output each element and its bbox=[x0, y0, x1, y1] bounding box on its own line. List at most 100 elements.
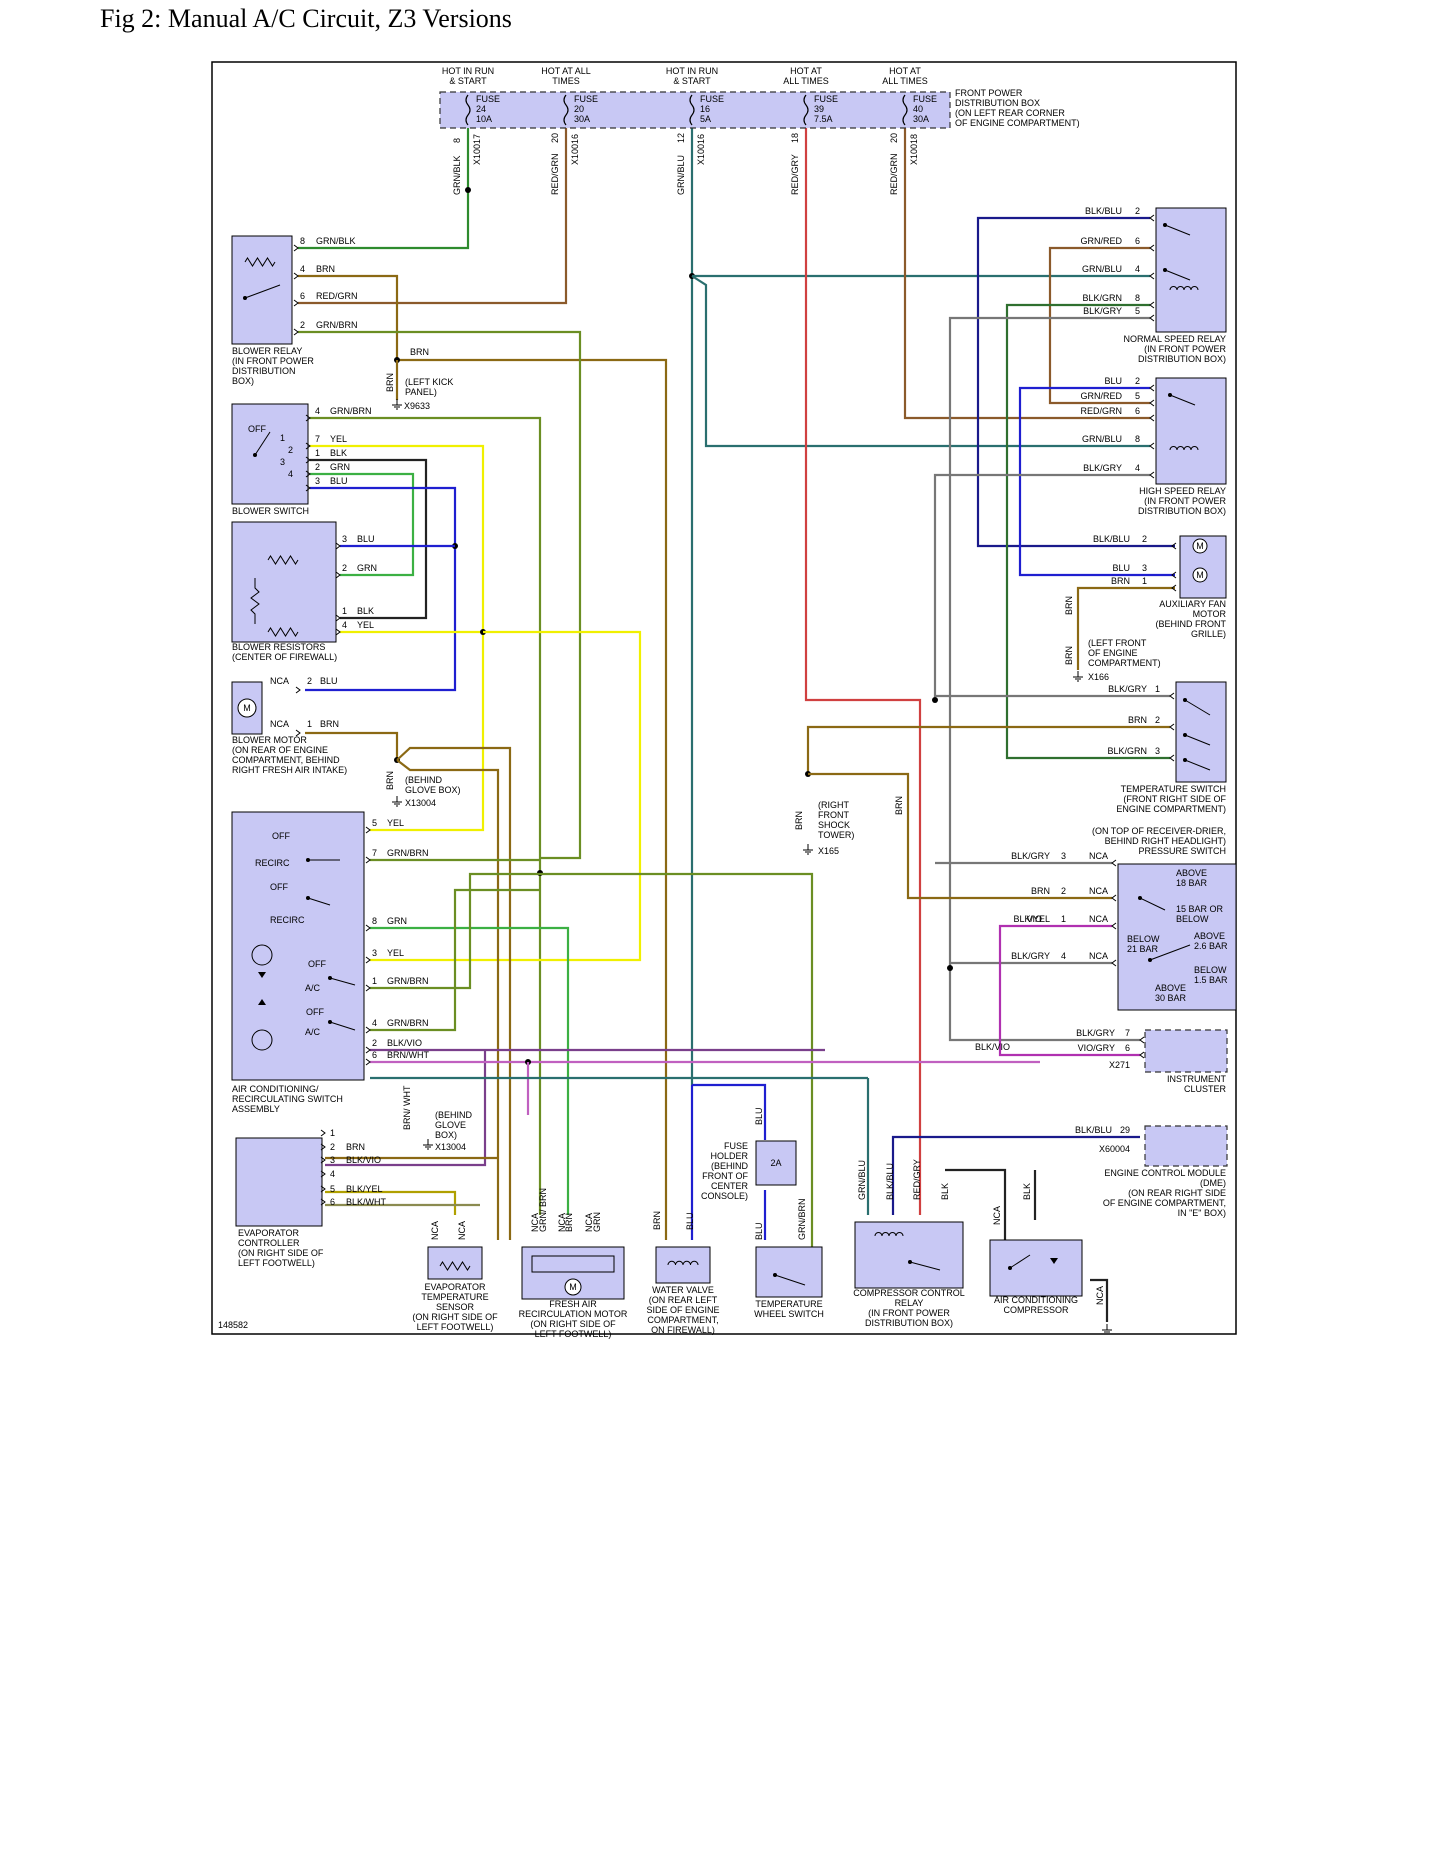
ac-switch-wire: YEL bbox=[387, 818, 404, 828]
ground-x13004-icon bbox=[392, 796, 402, 807]
fuse-holder bbox=[755, 1140, 797, 1186]
wire-brn-temp-switch bbox=[806, 725, 1170, 774]
switch-contact bbox=[1139, 897, 1166, 911]
wire-brn-label: BRN bbox=[410, 347, 429, 357]
high-relay-pin: 8 bbox=[1135, 434, 1140, 444]
connector-icon bbox=[320, 1156, 326, 1164]
ground-x165-text: SHOCK bbox=[818, 820, 850, 830]
cluster-conn: X271 bbox=[1109, 1060, 1130, 1070]
figure-title: Fig 2: Manual A/C Circuit, Z3 Versions bbox=[100, 4, 512, 33]
resistor-pin: 4 bbox=[342, 620, 347, 630]
ac-switch-state: OFF bbox=[270, 882, 288, 892]
cluster-pin: 6 bbox=[1125, 1043, 1130, 1053]
motor-symbol: M bbox=[1196, 570, 1204, 580]
pressure-nca: NCA bbox=[1089, 851, 1108, 861]
motor-symbol: M bbox=[243, 703, 251, 713]
ground-x165-icon bbox=[803, 844, 813, 855]
cluster-wire: VIO/GRY bbox=[1078, 1043, 1115, 1053]
ecm-label: OF ENGINE COMPARTMENT, bbox=[1103, 1198, 1226, 1208]
pressure-state: 18 BAR bbox=[1176, 878, 1208, 888]
splice-dot bbox=[465, 187, 471, 193]
aux-fan-label: MOTOR bbox=[1193, 609, 1227, 619]
fuse-rating: 30A bbox=[913, 114, 929, 124]
ground-x165-wire: BRN bbox=[794, 811, 804, 830]
resistor-icon bbox=[439, 1261, 471, 1271]
fresh-air-label: LEFT FOOTWELL) bbox=[535, 1329, 612, 1339]
evap-sensor-label: TEMPERATURE bbox=[421, 1292, 488, 1302]
normal-relay-pin: 6 bbox=[1135, 236, 1140, 246]
cluster-pin: 7 bbox=[1125, 1028, 1130, 1038]
pressure-state: 15 BAR OR bbox=[1176, 904, 1224, 914]
high-relay-wire: BLU bbox=[1104, 376, 1122, 386]
switch-contact bbox=[1164, 224, 1191, 236]
compressor-relay-wire: BLK bbox=[940, 1183, 950, 1200]
diode-icon bbox=[258, 972, 266, 978]
connector-icon bbox=[1149, 314, 1155, 322]
wire-blk-grn bbox=[1005, 303, 1170, 760]
nca-label: NCA bbox=[457, 1221, 467, 1240]
fresh-air-pin-label: NCA bbox=[530, 1213, 540, 1232]
switch-contact bbox=[1009, 1254, 1031, 1269]
figure-ref-number: 148582 bbox=[218, 1320, 248, 1330]
fuse-box-label: DISTRIBUTION BOX bbox=[955, 98, 1040, 108]
ground-x9633-wire: BRN bbox=[385, 373, 395, 392]
fuse-wire-label: RED/GRY bbox=[790, 154, 800, 195]
blower-motor-icon bbox=[237, 698, 257, 718]
blower-relay bbox=[231, 235, 293, 345]
fuse-holder-label: FUSE bbox=[724, 1141, 748, 1151]
wire-blk-compressor bbox=[945, 1168, 1007, 1240]
fuse-connector-label: X10016 bbox=[570, 134, 580, 165]
blower-switch-wire: GRN bbox=[330, 462, 350, 472]
ground-brnwht-icon bbox=[423, 1139, 433, 1150]
fuse-rating: FUSE bbox=[913, 94, 937, 104]
blower-motor-label: (ON REAR OF ENGINE bbox=[232, 745, 328, 755]
splice-dot bbox=[932, 697, 938, 703]
temp-switch-wire: BLK/GRN bbox=[1107, 746, 1147, 756]
blower-motor-wire: BLU bbox=[320, 676, 338, 686]
connector-icon bbox=[335, 614, 341, 622]
ac-compressor-label: AIR CONDITIONING bbox=[994, 1295, 1078, 1305]
connector-icon bbox=[305, 484, 311, 492]
fresh-air-motor-inner bbox=[531, 1255, 615, 1273]
coil-icon bbox=[1169, 446, 1199, 451]
ground-brnwht-text: GLOVE bbox=[435, 1120, 466, 1130]
fuse-holder-label: CONSOLE) bbox=[701, 1191, 748, 1201]
resistor-pin: 2 bbox=[342, 563, 347, 573]
ac-switch-label: ASSEMBLY bbox=[232, 1104, 280, 1114]
fuse-connector-label: X10017 bbox=[472, 134, 482, 165]
ac-switch-pin: 1 bbox=[372, 976, 377, 986]
blower-switch-pin: 4 bbox=[315, 406, 320, 416]
fresh-air-label: FRESH AIR bbox=[549, 1299, 597, 1309]
ac-switch-label: RECIRCULATING SWITCH bbox=[232, 1094, 343, 1104]
high-relay-wire: GRN/BLU bbox=[1082, 434, 1122, 444]
wire-nca-ground bbox=[1090, 1278, 1109, 1322]
aux-fan-label: GRILLE) bbox=[1191, 629, 1226, 639]
switch-contact bbox=[1164, 269, 1191, 281]
temp-switch-pin: 3 bbox=[1155, 746, 1160, 756]
fuse-holder-rating: 2A bbox=[770, 1158, 781, 1168]
fresh-air-label: (ON RIGHT SIDE OF bbox=[530, 1319, 616, 1329]
compressor-relay-label: RELAY bbox=[895, 1298, 924, 1308]
instrument-cluster bbox=[1144, 1029, 1228, 1073]
ground-x166-wire: BRN bbox=[1064, 646, 1074, 665]
ecm-label: (ON REAR RIGHT SIDE bbox=[1128, 1188, 1226, 1198]
ground-x166-text: COMPARTMENT) bbox=[1088, 658, 1161, 668]
connector-icon bbox=[320, 1185, 326, 1193]
connector-icon bbox=[1111, 959, 1117, 967]
high-relay-pin: 2 bbox=[1135, 376, 1140, 386]
connector-icon bbox=[320, 1170, 326, 1178]
fuse-box-label: FRONT POWER bbox=[955, 88, 1023, 98]
wire-red-gry bbox=[804, 128, 922, 1215]
ecm-pin: 29 bbox=[1120, 1125, 1130, 1135]
motor-symbol: M bbox=[1196, 541, 1204, 551]
evap-ctrl-wire: BLK/WHT bbox=[346, 1197, 387, 1207]
ac-switch-pin: 2 bbox=[372, 1038, 377, 1048]
blower-relay-pin: 6 bbox=[300, 291, 305, 301]
blower-relay-wire: RED/GRN bbox=[316, 291, 358, 301]
ac-switch-state: A/C bbox=[305, 983, 321, 993]
high-relay-pin: 6 bbox=[1135, 406, 1140, 416]
pressure-nca: NCA bbox=[1089, 951, 1108, 961]
connector-icon bbox=[320, 1129, 326, 1137]
